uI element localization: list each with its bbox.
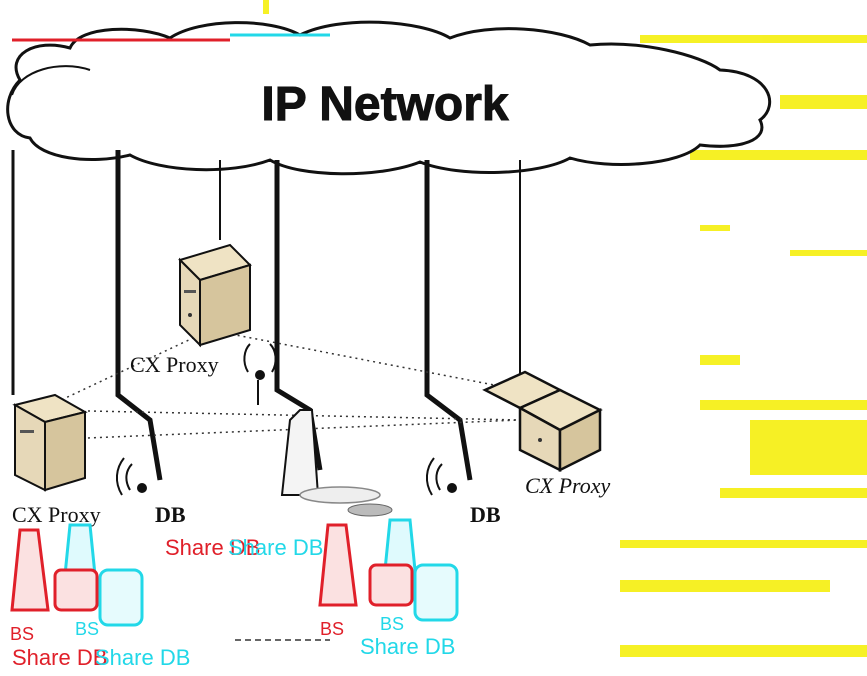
- bs-label: BS: [320, 619, 344, 639]
- bs-label: BS: [380, 614, 404, 634]
- cloud-label: IP Network: [261, 78, 509, 131]
- yellow-artifacts: [263, 0, 867, 657]
- proxy-label-right: CX Proxy: [525, 473, 611, 498]
- proxy-label-top: CX Proxy: [130, 352, 219, 377]
- bs-label: BS: [75, 619, 99, 639]
- server-icon: [178, 243, 252, 348]
- share-db-label: Share DB: [228, 535, 323, 560]
- share-db-label: Share DB: [165, 535, 260, 560]
- db-fragment-label: DB: [470, 502, 501, 527]
- network-links: [11, 150, 521, 481]
- share-db-label: Share DB: [12, 645, 107, 670]
- ip-network-cloud: [6, 20, 771, 176]
- base-station-icon: [10, 523, 144, 627]
- db-fragment-label: DB: [155, 502, 186, 527]
- wireless-signal-icon: [426, 457, 457, 496]
- proxy-label-left: CX Proxy: [12, 502, 101, 527]
- antenna-tower-icon: [280, 409, 393, 517]
- share-db-label: Share DB: [360, 634, 455, 659]
- wireless-signal-icon: [116, 457, 147, 496]
- wireless-signal-icon: [243, 343, 277, 405]
- server-icon: [12, 393, 88, 492]
- base-station-icon: [318, 518, 459, 622]
- share-db-label: Share DB: [95, 645, 190, 670]
- bs-label: BS: [10, 624, 34, 644]
- proxy-mesh: [39, 329, 521, 441]
- server-icon: [482, 370, 603, 473]
